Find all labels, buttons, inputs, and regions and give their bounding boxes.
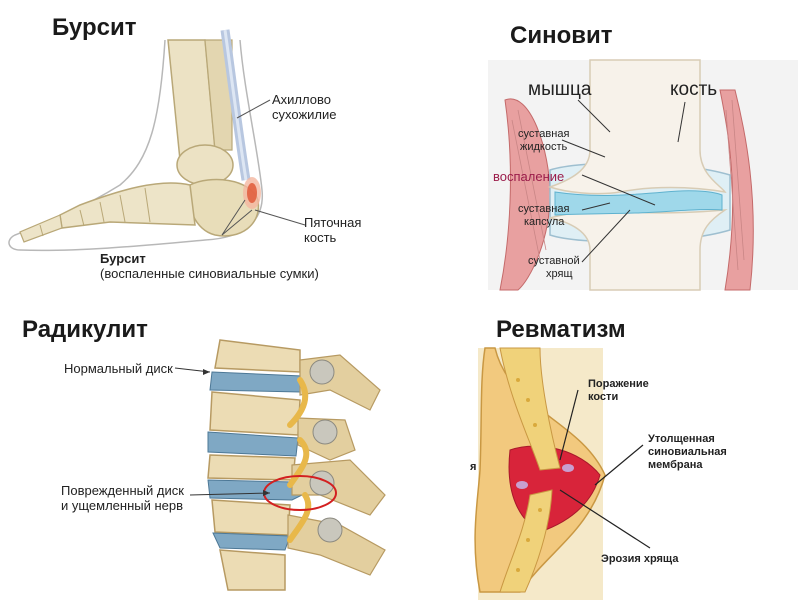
muscle-label: мышца: [528, 79, 592, 100]
damaged-disc-label-1: Поврежденный диск: [61, 483, 184, 498]
synovitis-panel: Синовит мышца кость суставная жидкость в…: [400, 0, 800, 300]
damaged-disc-label-2: и ущемленный нерв: [61, 498, 184, 513]
membrane-label-1: Утолщенная: [648, 433, 715, 445]
fluid-label-2: жидкость: [520, 141, 568, 153]
radiculitis-panel: Радикулит Нормальный диск Поврежденный д…: [0, 300, 400, 600]
edge-fragment-label: я: [470, 461, 477, 473]
spine-illustration: [174, 339, 386, 591]
capsule-label-2: капсула: [524, 216, 565, 228]
achilles-label-1: Ахиллово: [272, 92, 331, 107]
heel-label-1: Пяточная: [304, 215, 362, 230]
fluid-label-1: суставная: [518, 128, 570, 140]
bursitis-title: Бурсит: [52, 14, 137, 41]
inflammation-label: воспаление: [493, 169, 565, 184]
erosion-label: Эрозия хряща: [601, 553, 679, 565]
joint-illustration: [488, 59, 798, 291]
bone-damage-label-1: Поражение: [588, 378, 649, 390]
bone-damage-label-2: кости: [588, 391, 619, 403]
bone-label: кость: [670, 79, 718, 100]
rheumatism-illustration: [474, 347, 651, 600]
rheumatism-title: Ревматизм: [496, 316, 626, 343]
synovitis-title: Синовит: [510, 22, 613, 49]
normal-disc-label: Нормальный диск: [64, 361, 173, 376]
membrane-label-2: синовиальная: [648, 446, 727, 458]
rheumatism-panel: Ревматизм Поражение кости Утолщенная син…: [400, 300, 800, 600]
cartilage-label-1: суставной: [528, 255, 580, 267]
capsule-label-1: суставная: [518, 203, 570, 215]
membrane-label-3: мембрана: [648, 459, 703, 471]
cartilage-label-2: хрящ: [546, 268, 573, 280]
radiculitis-title: Радикулит: [22, 316, 148, 343]
bursitis-panel: Бурсит Ахиллово сухожилие Пяточная кость…: [0, 0, 400, 300]
bursitis-caption-1: Бурсит: [100, 251, 146, 266]
achilles-label-2: сухожилие: [272, 107, 337, 122]
heel-label-2: кость: [304, 230, 337, 245]
bursitis-caption-2: (воспаленные синовиальные сумки): [100, 266, 319, 281]
foot-illustration: [8, 29, 306, 252]
